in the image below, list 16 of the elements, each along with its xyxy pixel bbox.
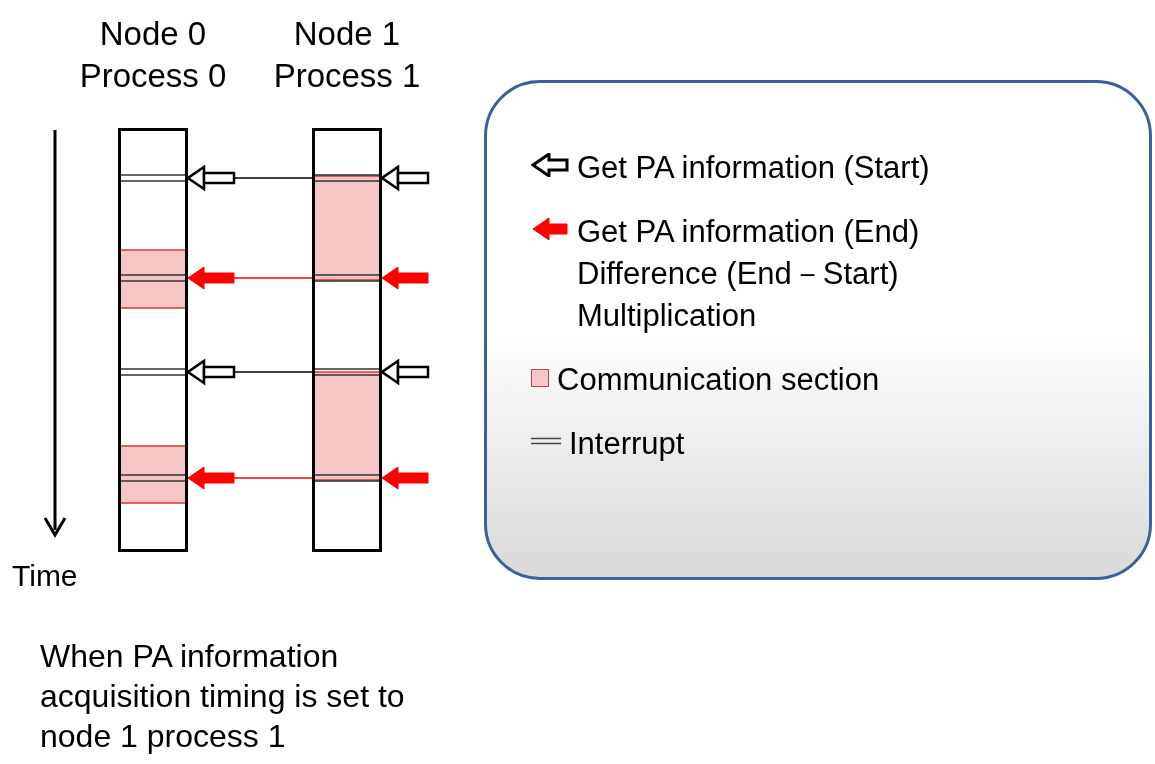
arrow <box>380 165 430 191</box>
arrow <box>381 266 429 290</box>
arrow <box>381 466 429 490</box>
arrow <box>187 466 313 490</box>
axis-label: Time <box>12 558 78 594</box>
legend-text: Get PA information (Start) <box>577 149 931 187</box>
legend-text: Interrupt <box>569 425 686 463</box>
arrow <box>187 266 313 290</box>
arrow <box>380 359 430 385</box>
column-heading: Node 1 Process 1 <box>272 14 422 96</box>
arrow <box>186 165 313 191</box>
arrow <box>186 359 313 385</box>
legend-text: Get PA information (End) Difference (End－Start) Multiplication <box>577 213 921 335</box>
legend-text: Communication section <box>557 361 881 399</box>
caption: When PA information acquisition timing is set to node 1 process 1 <box>40 637 406 756</box>
column-heading: Node 0 Process 0 <box>78 14 228 96</box>
